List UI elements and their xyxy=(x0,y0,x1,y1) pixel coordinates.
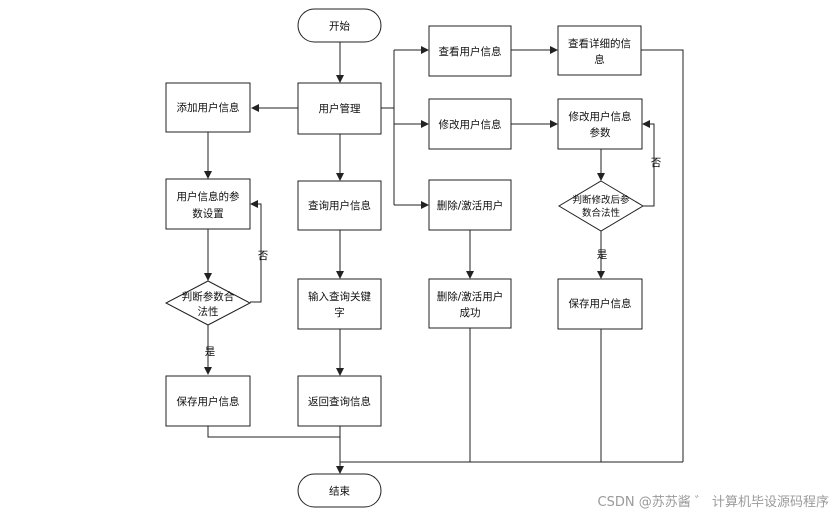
edge-detail-to-right xyxy=(641,49,684,462)
process-input-query-keyword: 输入查询关键 字 xyxy=(297,278,382,330)
save-user-info-right-label: 保存用户信息 xyxy=(569,297,632,310)
query-user-info-label: 查询用户信息 xyxy=(308,199,371,212)
watermark-text: CSDN @苏苏酱 ゛ 计算机毕设源码程序 xyxy=(597,495,829,510)
edge-label-yes-left: 是 xyxy=(205,346,216,358)
return-query-info-label: 返回查询信息 xyxy=(308,395,371,408)
start-label: 开始 xyxy=(329,20,350,33)
start-terminator: 开始 xyxy=(297,8,382,43)
delete-success-line1: 删除/激活用户 xyxy=(437,290,504,303)
edge-label-no-left: 否 xyxy=(258,250,269,262)
judge-modified-line1: 判断修改后参 xyxy=(572,194,630,206)
input-keyword-line1: 输入查询关键 xyxy=(308,290,371,303)
edge-label-yes-right: 是 xyxy=(597,249,608,261)
process-delete-activate-user: 删除/激活用户 xyxy=(428,179,512,231)
process-user-management: 用户管理 xyxy=(297,82,382,135)
judge-params-line2: 法性 xyxy=(198,305,219,318)
delete-success-line2: 成功 xyxy=(460,307,481,319)
view-user-info-label: 查看用户信息 xyxy=(439,45,502,58)
process-query-user-info: 查询用户信息 xyxy=(297,180,382,231)
process-return-query-info: 返回查询信息 xyxy=(297,375,382,427)
process-modify-user-params: 修改用户信息 参数 xyxy=(557,98,643,150)
user-info-params-line2: 数设置 xyxy=(192,207,224,220)
modify-params-line1: 修改用户信息 xyxy=(569,110,632,123)
view-detail-line1: 查看详细的信 xyxy=(568,37,631,50)
process-user-info-params: 用户信息的参 数设置 xyxy=(165,178,251,230)
user-management-label: 用户管理 xyxy=(319,102,361,115)
process-save-user-info-left: 保存用户信息 xyxy=(165,375,251,427)
decision-judge-params-valid: 判断参数合 法性 xyxy=(164,280,252,326)
input-keyword-line2: 字 xyxy=(334,306,345,319)
decision-judge-modified-params: 判断修改后参 数合法性 xyxy=(558,180,644,232)
end-terminator: 结束 xyxy=(297,473,382,508)
judge-modified-line2: 数合法性 xyxy=(582,207,621,219)
delete-activate-user-label: 删除/激活用户 xyxy=(437,199,504,212)
connectors xyxy=(204,42,684,474)
process-view-detail-info: 查看详细的信 息 xyxy=(557,25,642,76)
process-view-user-info: 查看用户信息 xyxy=(428,25,512,77)
process-delete-activate-success: 删除/激活用户 成功 xyxy=(428,278,512,329)
process-save-user-info-right: 保存用户信息 xyxy=(557,278,643,330)
edge-label-no-right: 否 xyxy=(651,157,662,169)
end-label: 结束 xyxy=(329,485,350,498)
edge-judge-no-loop xyxy=(250,200,262,303)
user-info-params-line1: 用户信息的参 xyxy=(177,190,240,203)
view-detail-line2: 息 xyxy=(594,53,605,66)
edge-judge2-no-loop xyxy=(642,120,655,207)
process-modify-user-info: 修改用户信息 xyxy=(428,98,512,150)
judge-params-line1: 判断参数合 xyxy=(182,290,235,303)
add-user-info-label: 添加用户信息 xyxy=(177,101,240,114)
modify-params-line2: 参数 xyxy=(590,126,611,139)
edge-save-left-to-end xyxy=(207,426,340,438)
save-user-info-left-label: 保存用户信息 xyxy=(177,395,240,408)
modify-user-info-label: 修改用户信息 xyxy=(439,118,502,131)
process-add-user-info: 添加用户信息 xyxy=(165,82,251,133)
